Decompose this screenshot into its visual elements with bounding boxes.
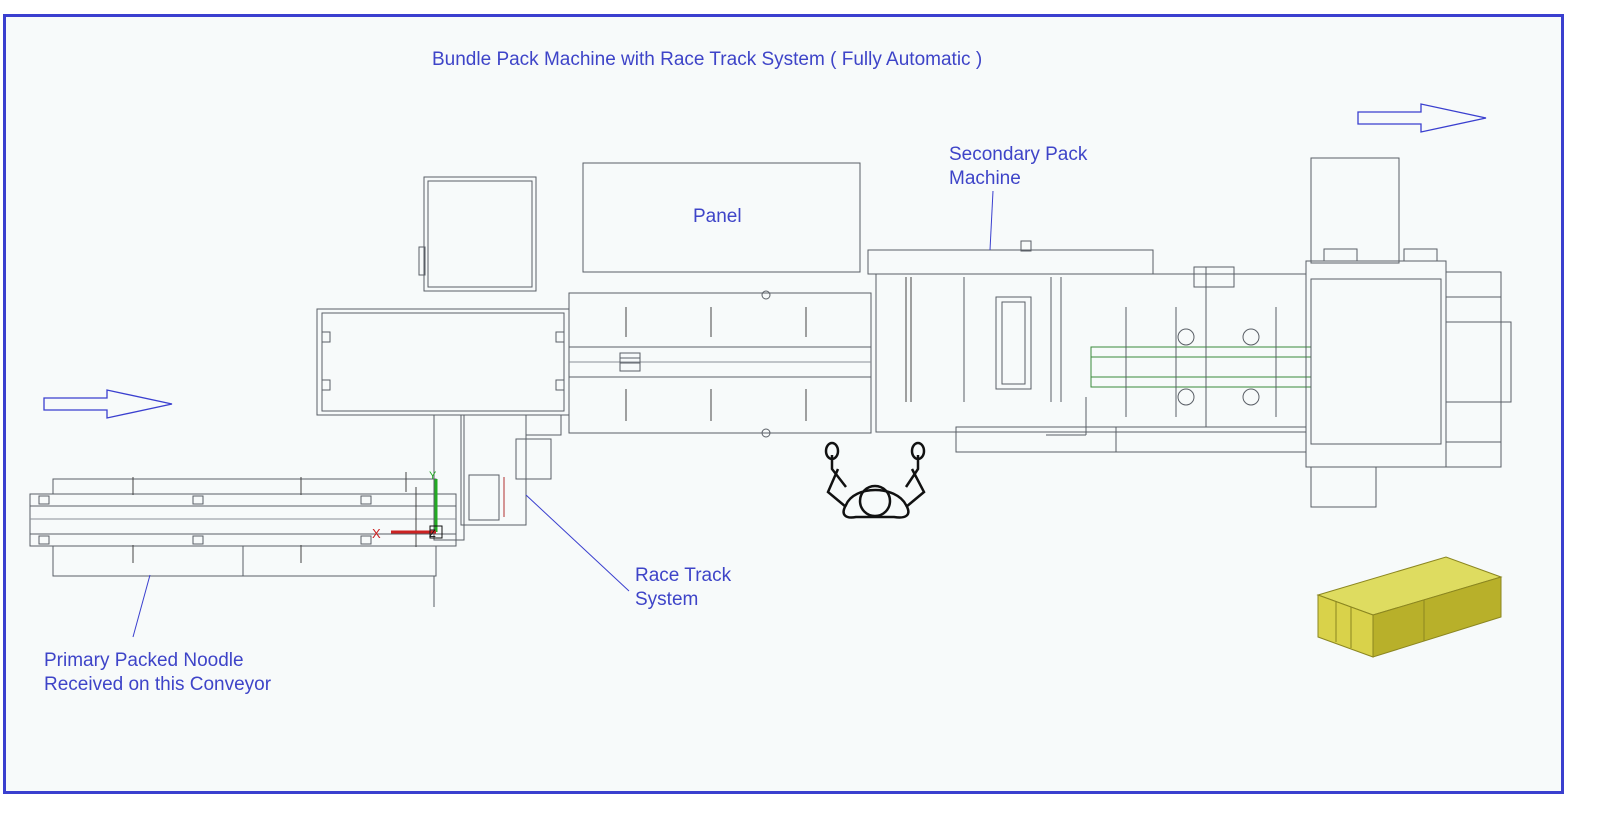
primary-conveyor-label-line1: Primary Packed Noodle [44, 650, 244, 671]
product-bundle-icon [1316, 556, 1503, 658]
leader-secondary-pack [989, 190, 994, 251]
transfer-section [568, 290, 872, 438]
leader-race-track [525, 494, 630, 592]
drawing-frame: X Y Z Bundle Pack Machine with Race Trac… [3, 14, 1564, 794]
secondary-pack-machine [867, 240, 1312, 453]
layout-drawing: X Y Z [29, 103, 1512, 658]
race-track-label-line2: System [635, 589, 699, 610]
ucs-axis-icon [391, 479, 443, 539]
axis-y-label: Y [429, 470, 437, 482]
flow-out-arrow-icon [1357, 103, 1487, 133]
panel-box [582, 162, 861, 273]
infeed-conveyor [29, 472, 457, 607]
operator-figure-icon [824, 441, 926, 519]
primary-conveyor-label-line2: Received on this Conveyor [44, 674, 272, 695]
diagram-title: Bundle Pack Machine with Race Track Syst… [432, 49, 983, 70]
leader-primary-conveyor [132, 574, 151, 638]
secondary-pack-label-line2: Machine [949, 168, 1021, 189]
axis-x-label: X [372, 526, 381, 541]
race-track-unit [316, 176, 570, 541]
secondary-pack-label-line1: Secondary Pack [949, 144, 1088, 165]
race-track-label-line1: Race Track [635, 565, 732, 586]
outfeed-unit [1305, 157, 1512, 508]
flow-in-arrow-icon [43, 389, 173, 419]
panel-label: Panel [693, 206, 742, 227]
axis-z-label: Z [429, 528, 436, 540]
